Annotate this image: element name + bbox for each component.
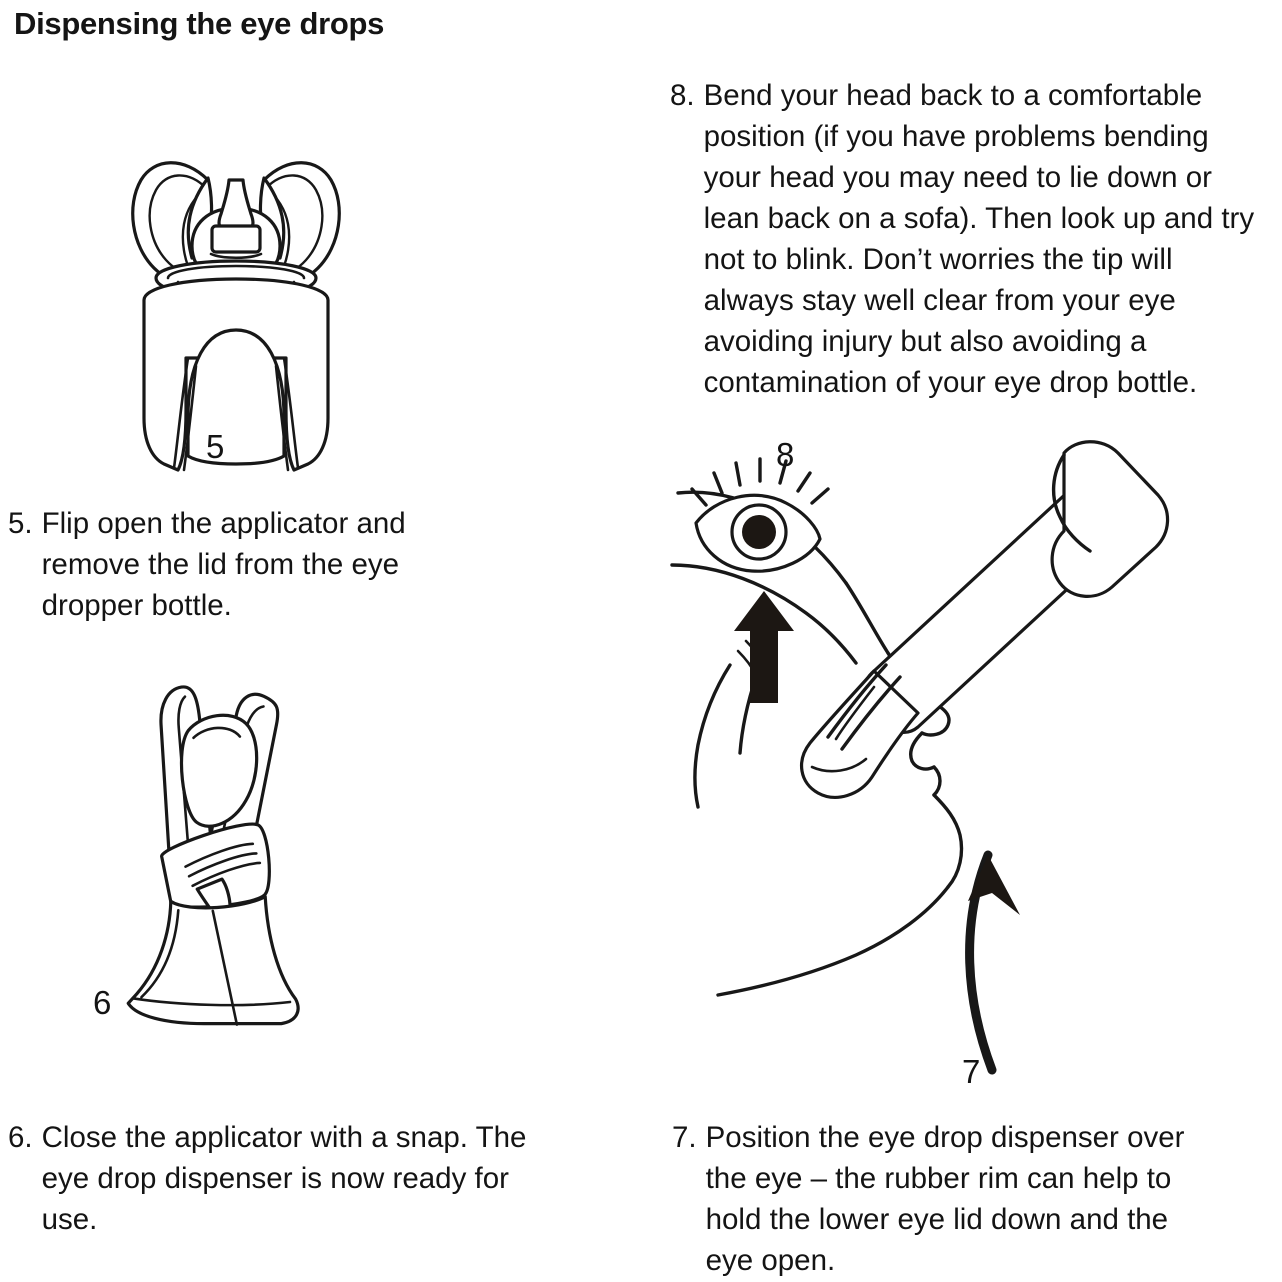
figure-label-8: 8	[776, 436, 795, 473]
step-5-body: Flip open the applicator and remove the …	[41, 507, 406, 622]
step-8-number: 8.	[670, 79, 695, 112]
up-arrow-icon	[734, 591, 794, 703]
step-6-number: 6.	[8, 1121, 33, 1154]
figure-step-7-8	[660, 415, 1180, 1105]
curved-up-arrow-icon	[965, 850, 1020, 1075]
step-5-number: 5.	[8, 507, 33, 540]
step-5-text: 5. Flip open the applicator and remove t…	[8, 503, 478, 626]
step-8-body: Bend your head back to a comfortable pos…	[703, 79, 1255, 399]
step-6-body: Close the applicator with a snap. The ey…	[41, 1121, 527, 1236]
figure-label-5: 5	[206, 428, 225, 465]
eye-icon	[690, 457, 830, 573]
figure-label-7: 7	[962, 1053, 981, 1090]
page-title: Dispensing the eye drops	[14, 6, 385, 41]
step-6-text: 6. Close the applicator with a snap. The…	[8, 1117, 548, 1240]
figure-label-6: 6	[93, 984, 112, 1021]
figure-step-5	[96, 118, 376, 478]
step-7-text: 7. Position the eye drop dispenser over …	[672, 1117, 1212, 1281]
step-8-text: 8. Bend your head back to a comfortable …	[670, 75, 1270, 403]
step-7-body: Position the eye drop dispenser over the…	[705, 1121, 1185, 1277]
step-7-number: 7.	[672, 1121, 697, 1154]
figure-step-6	[58, 655, 358, 1050]
